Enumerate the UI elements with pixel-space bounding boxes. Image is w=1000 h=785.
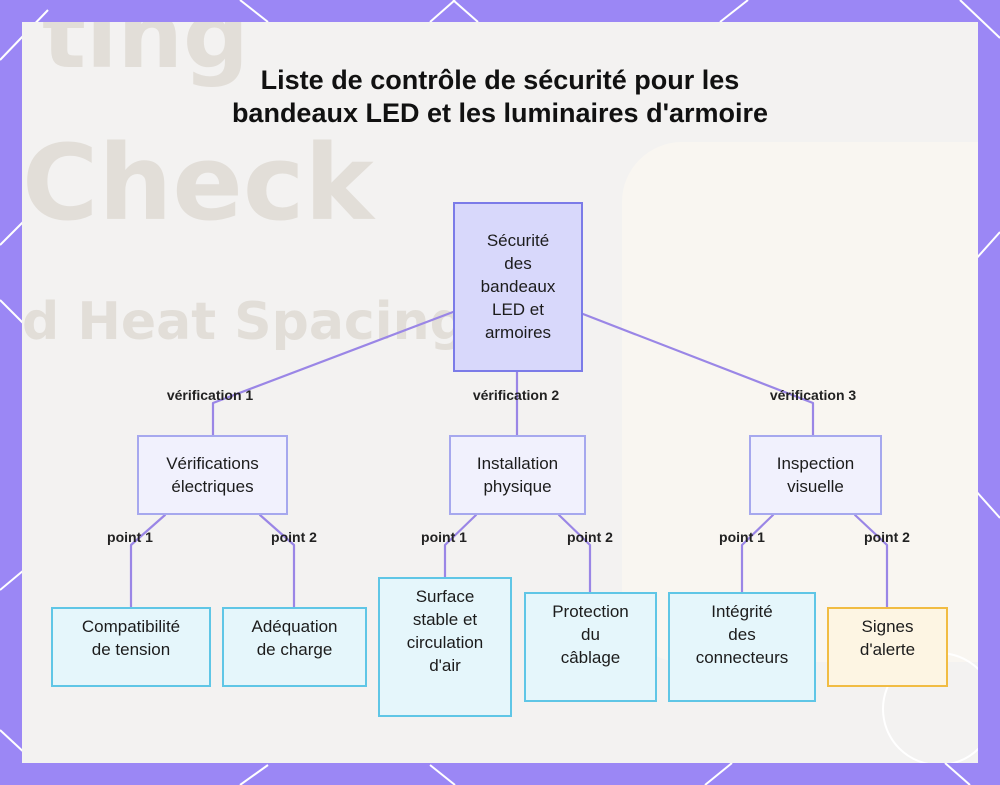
- edge-label-point-2: point 2: [567, 529, 613, 545]
- node-warning-signs: Signes d'alerte: [827, 607, 948, 687]
- node-connector-integrity: Intégrité des connecteurs: [668, 592, 816, 702]
- edge-label-check-2: vérification 2: [473, 387, 559, 403]
- edge-label-point-1: point 1: [719, 529, 765, 545]
- edge-label-point-2: point 2: [271, 529, 317, 545]
- node-wiring-protection: Protection du câblage: [524, 592, 657, 702]
- edge-label-check-1: vérification 1: [167, 387, 253, 403]
- edge-label-point-2: point 2: [864, 529, 910, 545]
- edge-root-electric: [213, 312, 453, 435]
- edge-root-visual: [583, 314, 813, 435]
- edge-label-point-1: point 1: [421, 529, 467, 545]
- node-stable-surface-airflow: Surface stable et circulation d'air: [378, 577, 512, 717]
- edge-visual-connectors: [742, 515, 773, 592]
- node-load-adequacy: Adéquation de charge: [222, 607, 367, 687]
- node-physical-installation: Installation physique: [449, 435, 586, 515]
- node-electrical-checks: Vérifications électriques: [137, 435, 288, 515]
- edge-physical-wiring: [559, 515, 590, 592]
- node-visual-inspection: Inspection visuelle: [749, 435, 882, 515]
- edge-label-point-1: point 1: [107, 529, 153, 545]
- node-voltage-compatibility: Compatibilité de tension: [51, 607, 211, 687]
- edge-label-check-3: vérification 3: [770, 387, 856, 403]
- edge-physical-surface: [445, 515, 476, 577]
- node-root: Sécurité des bandeaux LED et armoires: [453, 202, 583, 372]
